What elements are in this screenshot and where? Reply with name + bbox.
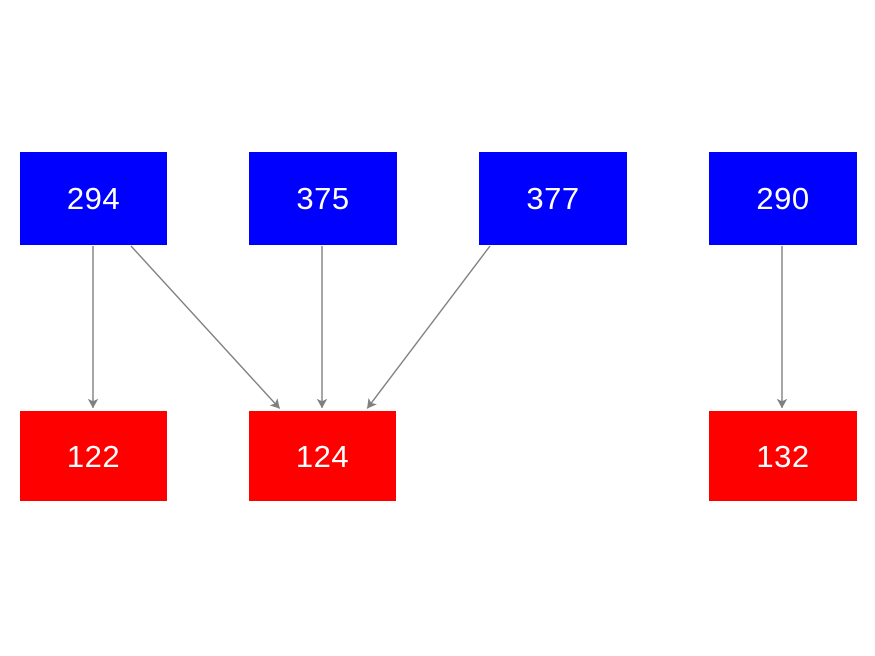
node-294[interactable]: 294 [20, 152, 167, 245]
node-label: 377 [526, 181, 580, 216]
node-label: 294 [66, 181, 121, 216]
node-label: 375 [296, 181, 350, 216]
node-377[interactable]: 377 [479, 152, 627, 245]
edge-n377-to-n124 [366, 245, 491, 409]
node-124[interactable]: 124 [249, 411, 396, 501]
edge-n294-to-n124 [130, 245, 281, 409]
node-375[interactable]: 375 [249, 152, 397, 245]
edge-group [87, 245, 788, 409]
node-label: 132 [756, 438, 810, 474]
node-122[interactable]: 122 [20, 411, 167, 501]
node-label: 124 [295, 438, 350, 474]
node-label: 122 [66, 438, 121, 474]
node-290[interactable]: 290 [709, 152, 857, 245]
node-label: 290 [756, 181, 810, 216]
node-132[interactable]: 132 [709, 411, 857, 501]
